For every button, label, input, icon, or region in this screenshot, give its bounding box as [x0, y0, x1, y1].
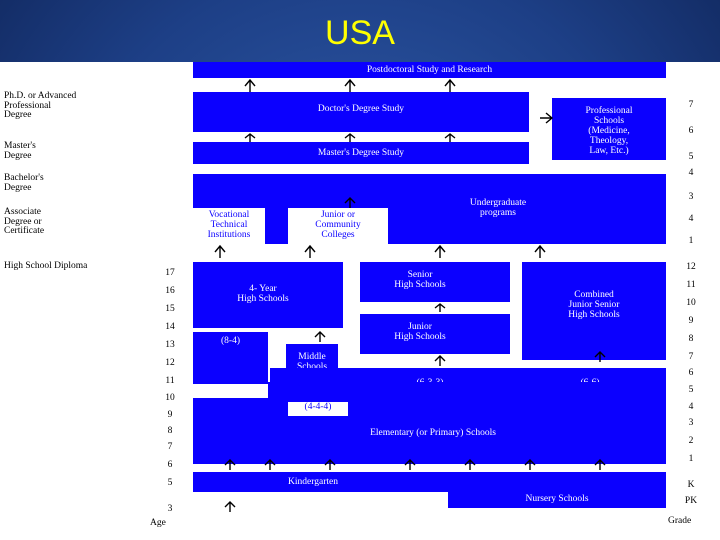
doctors-label: Doctor's Degree Study — [317, 104, 405, 114]
age-tick: 11 — [165, 376, 175, 386]
grade-tick: 7 — [688, 100, 694, 110]
grade-tick: 2 — [688, 436, 694, 446]
arrow-icon — [244, 78, 256, 92]
elementary-schools-block: Elementary (or Primary) Schools — [193, 382, 666, 464]
grade-tick: 6 — [688, 126, 694, 136]
arrow-icon — [244, 133, 256, 142]
kindergarten-block: Kindergarten — [193, 472, 666, 492]
age-axis-label: Age — [150, 518, 166, 528]
grade-tick: K — [687, 480, 695, 490]
junior-high-schools-block: Junior High Schools — [360, 314, 510, 354]
grade-axis-label: Grade — [668, 516, 692, 526]
combined-high-schools-block: Combined Junior Senior High Schools — [522, 262, 666, 360]
age-tick: 5 — [167, 478, 173, 488]
age-tick: 16 — [165, 286, 175, 296]
arrow-icon — [444, 133, 456, 142]
arrow-icon — [344, 78, 356, 92]
junior-colleges-box: Junior or Community Colleges — [288, 208, 388, 244]
arrow-icon — [434, 303, 446, 312]
undergraduate-label: Undergraduate programs — [469, 198, 527, 218]
arrow-icon — [540, 112, 554, 124]
kindergarten-label: Kindergarten — [288, 477, 338, 487]
label-bachelors: Bachelor's Degree — [4, 173, 44, 193]
grade-tick: 8 — [688, 334, 694, 344]
nursery-schools-block: Nursery Schools — [448, 490, 666, 508]
eight-four-block: (8-4) — [193, 332, 268, 384]
grade-tick: 7 — [688, 352, 694, 362]
pattern-4-4-4-text: (4-4-4) — [304, 402, 332, 412]
education-system-diagram: Ph.D. or Advanced Professional Degree Ma… — [0, 62, 720, 540]
senior-high-schools-block: Senior High Schools — [360, 262, 510, 302]
age-tick: 15 — [165, 304, 175, 314]
arrow-icon — [344, 133, 356, 142]
age-tick: 8 — [167, 426, 173, 436]
nursery-schools-label: Nursery Schools — [525, 494, 589, 504]
elementary-gap — [193, 384, 268, 398]
senior-high-schools-label: Senior High Schools — [394, 270, 446, 290]
postdoctoral-label: Postdoctoral Study and Research — [366, 65, 493, 75]
undergraduate-block: Undergraduate programs — [193, 174, 666, 244]
combined-high-schools-label: Combined Junior Senior High Schools — [568, 290, 620, 320]
arrow-icon — [314, 331, 326, 342]
age-tick: 13 — [165, 340, 175, 350]
age-tick: 10 — [165, 393, 175, 403]
junior-colleges-label: Junior or Community Colleges — [315, 210, 361, 240]
postdoctoral-block: Postdoctoral Study and Research — [193, 62, 666, 78]
grade-tick: 5 — [688, 385, 694, 395]
grade-tick: 11 — [686, 280, 696, 290]
masters-block: Master's Degree Study — [193, 142, 529, 164]
grade-tick: 4 — [688, 214, 694, 224]
grade-tick: 9 — [688, 316, 694, 326]
grade-tick: 6 — [688, 368, 694, 378]
arrow-icon — [304, 244, 316, 258]
arrow-icon — [534, 244, 546, 258]
age-tick: 12 — [165, 358, 175, 368]
age-tick: 6 — [167, 460, 173, 470]
label-phd: Ph.D. or Advanced Professional Degree — [4, 91, 77, 120]
junior-high-schools-label: Junior High Schools — [394, 322, 446, 342]
professional-schools-label: Professional Schools (Medicine, Theology… — [585, 106, 633, 156]
grade-tick: 10 — [686, 298, 696, 308]
age-tick: 14 — [165, 322, 175, 332]
professional-schools-block: Professional Schools (Medicine, Theology… — [552, 98, 666, 160]
age-tick: 17 — [165, 268, 175, 278]
age-tick: 3 — [167, 504, 173, 514]
doctors-block: Doctor's Degree Study — [193, 92, 529, 132]
arrow-icon — [214, 244, 226, 258]
pattern-8-4-label: (8-4) — [221, 336, 240, 346]
grade-tick: 3 — [688, 418, 694, 428]
grade-tick: 4 — [688, 168, 694, 178]
middle-schools-label: Middle Schools — [296, 352, 328, 372]
vocational-institutions-box: Vocational Technical Institutions — [193, 208, 265, 244]
four-year-high-schools-label: 4- Year High Schools — [237, 284, 289, 304]
elementary-schools-label: Elementary (or Primary) Schools — [370, 428, 496, 438]
age-tick: 7 — [167, 442, 173, 452]
grade-tick: 5 — [688, 152, 694, 162]
arrow-icon — [444, 78, 456, 92]
grade-tick: 3 — [688, 192, 694, 202]
grade-tick: PK — [684, 496, 698, 506]
grade-tick: 12 — [686, 262, 696, 272]
four-year-high-schools-block: 4- Year High Schools — [193, 262, 343, 328]
slide-title: USA — [325, 14, 395, 52]
arrow-icon — [434, 244, 446, 258]
vocational-label: Vocational Technical Institutions — [207, 210, 251, 240]
label-masters: Master's Degree — [4, 141, 36, 161]
grade-tick: 4 — [688, 402, 694, 412]
arrow-icon — [224, 501, 236, 512]
age-tick: 9 — [167, 410, 173, 420]
label-hs-diploma: High School Diploma — [4, 261, 88, 271]
four-four-four-inset: (4-4-4) — [288, 402, 348, 416]
masters-label: Master's Degree Study — [317, 148, 405, 158]
label-associate: Associate Degree or Certificate — [4, 207, 45, 236]
grade-tick: 1 — [688, 236, 694, 246]
arrow-icon — [434, 355, 446, 366]
grade-tick: 1 — [688, 454, 694, 464]
